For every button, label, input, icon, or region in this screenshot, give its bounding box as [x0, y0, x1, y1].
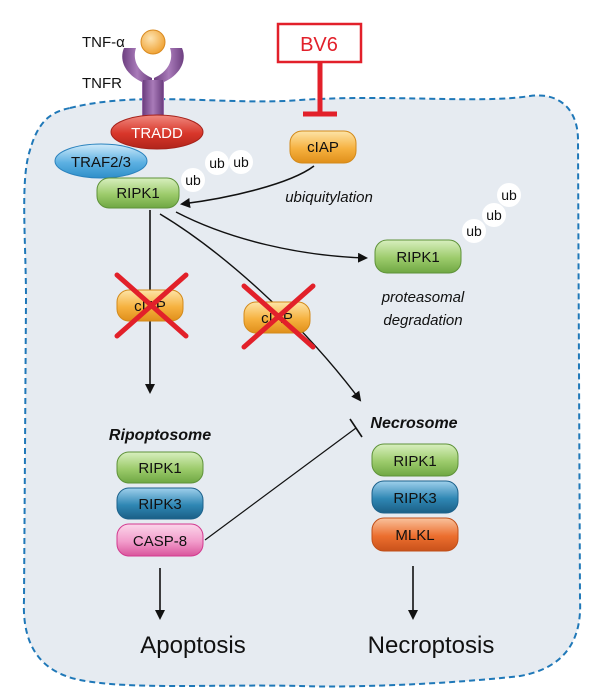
necrosome-ripk3	[371, 480, 459, 514]
necrosome-title: Necrosome	[370, 415, 457, 432]
bv6-label: BV6	[300, 34, 338, 56]
necrosome-pathway-arrow	[159, 213, 362, 402]
necrosome-ripk1-label: RIPK1	[393, 453, 436, 470]
necrosome-mlkl	[371, 517, 459, 552]
ripoptosome-ripk1-label: RIPK1	[138, 460, 181, 477]
ripoptosome-casp8	[116, 523, 204, 557]
casp8-inhibition-line	[204, 427, 357, 541]
ripk1-complex-i-label: RIPK1	[116, 185, 159, 202]
tnf-alpha-ligand	[140, 29, 166, 55]
ripk1-degraded-label: RIPK1	[396, 249, 439, 266]
ciap-label: cIAP	[307, 139, 339, 156]
tradd-label: TRADD	[131, 125, 183, 142]
ciap-protein	[289, 130, 357, 164]
ub-tag: ub	[185, 172, 201, 188]
cross-right-icon	[241, 283, 316, 350]
ub-tag: ub	[466, 223, 482, 239]
casp8-inhibition-bar	[349, 418, 363, 438]
cross-left-icon	[114, 272, 189, 339]
apoptosis-label: Apoptosis	[140, 632, 245, 659]
ub-tag: ub	[233, 154, 249, 170]
ub-chain-free: ub ub ub	[462, 183, 521, 243]
tnfr-label: TNFR	[82, 75, 122, 92]
ubiquitylation-arrow	[180, 165, 315, 208]
degradation-caption-line1: proteasomal	[381, 289, 465, 306]
ub-tag: ub	[501, 187, 517, 203]
ubiquitylation-label: ubiquitylation	[285, 189, 373, 206]
necrosome-ripk3-label: RIPK3	[393, 490, 436, 507]
degradation-arrow	[175, 211, 368, 263]
traf-protein	[54, 143, 148, 179]
ub-tag: ub	[209, 155, 225, 171]
necrosome-mlkl-label: MLKL	[395, 527, 434, 544]
necroptosis-label: Necroptosis	[368, 632, 495, 659]
ripoptosome-ripk3	[116, 487, 204, 520]
traf-label: TRAF2/3	[71, 154, 131, 171]
ripk1-degraded	[374, 239, 462, 274]
ripoptosome-title: Ripoptosome	[109, 427, 211, 444]
ripoptosome-casp8-label: CASP-8	[133, 533, 187, 550]
degradation-caption-line2: degradation	[383, 312, 462, 329]
tradd-protein	[110, 114, 204, 150]
ripoptosome-ripk1	[116, 451, 204, 484]
ub-tag: ub	[486, 207, 502, 223]
necrosome-ripk1	[371, 443, 459, 477]
ub-chain-attached: ub ub ub	[181, 150, 253, 192]
tnf-alpha-label: TNF-α	[82, 34, 125, 51]
ripk1-complex-i	[96, 177, 180, 209]
ripoptosome-ripk3-label: RIPK3	[138, 496, 181, 513]
